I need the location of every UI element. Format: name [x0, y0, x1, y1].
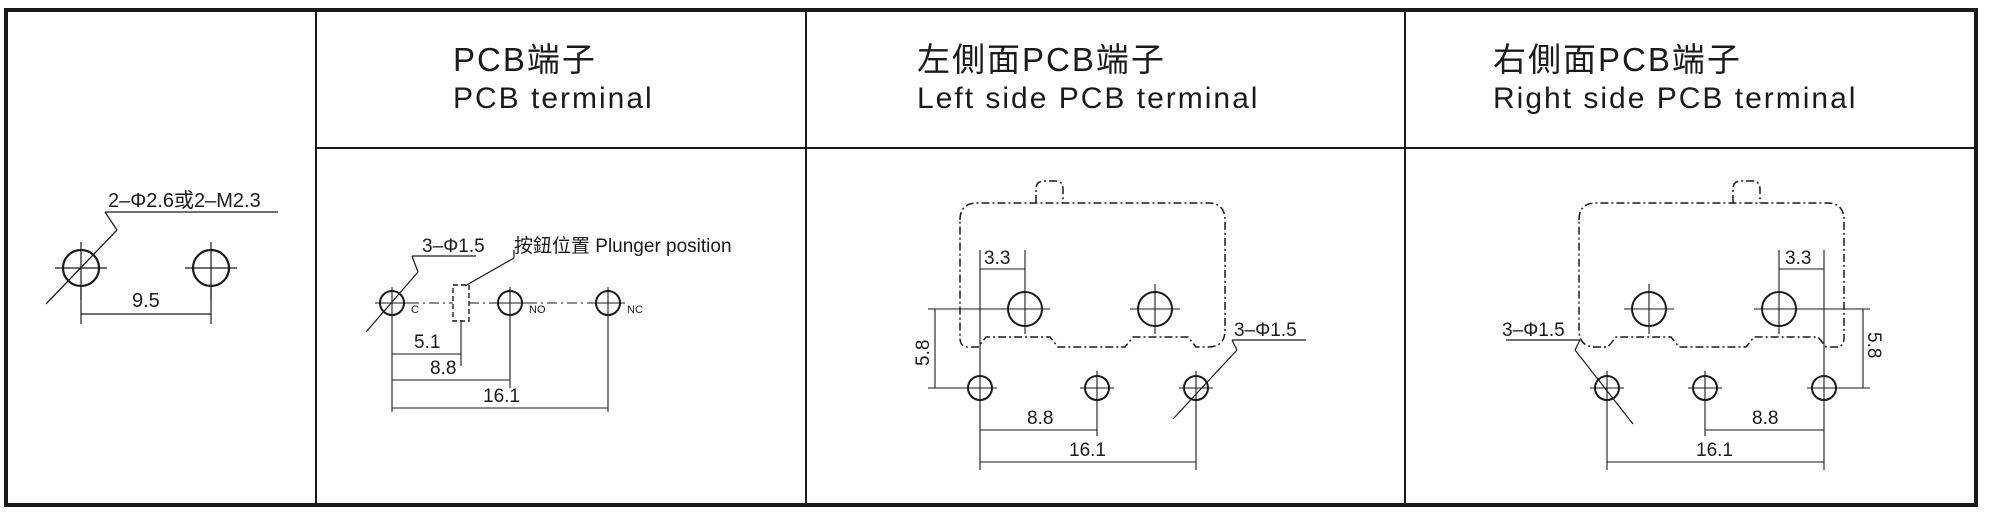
- terminal-nc-label: NC: [627, 304, 643, 316]
- mounting-hole-pattern: 2–Φ2.6或2–M2.3 9.5: [45, 189, 278, 324]
- hole-spec-label: 2–Φ2.6或2–M2.3: [108, 189, 261, 212]
- header-title-zh: 右側面PCB端子: [1493, 41, 1742, 78]
- pitch-label: 9.5: [132, 290, 160, 312]
- dim-a-label: 8.8: [1752, 408, 1778, 429]
- hole-spec-leader: [1172, 349, 1238, 420]
- switch-body-outline: [1578, 202, 1845, 348]
- dim-offset-label: 3.3: [984, 248, 1010, 269]
- dim-c-plunger-label: 5.1: [414, 332, 440, 353]
- table-frame: [4, 8, 1978, 507]
- right-side-pcb-terminal-drawing: 3.3 5.8 3–Φ1.5 8.8 16.1: [1502, 180, 1884, 470]
- plunger-position-marker: [452, 284, 470, 322]
- column-divider: [315, 8, 317, 507]
- dim-height-label: 5.8: [1863, 332, 1884, 358]
- hole-spec-label: 3–Φ1.5: [1502, 320, 1565, 341]
- header-title-en: Left side PCB terminal: [917, 82, 1260, 115]
- header-title-en: Right side PCB terminal: [1493, 82, 1858, 115]
- terminal-c-label: C: [411, 304, 419, 316]
- hole-spec-leader: [365, 271, 419, 333]
- column-divider: [805, 8, 807, 507]
- hole-spec-label: 3–Φ1.5: [1234, 320, 1297, 341]
- dim-c-no-label: 8.8: [430, 358, 456, 379]
- hole-spec-leader: [1574, 349, 1634, 425]
- switch-plunger-outline: [1035, 180, 1064, 203]
- header-right-side-pcb-terminal: 右側面PCB端子 Right side PCB terminal: [1493, 40, 1857, 118]
- dim-offset-label: 3.3: [1785, 248, 1811, 269]
- dim-b-label: 16.1: [1696, 440, 1733, 461]
- left-side-pcb-terminal-drawing: 3.3 5.8 3–Φ1.5 8.8 16.1: [913, 180, 1306, 470]
- header-title-zh: 左側面PCB端子: [917, 41, 1166, 78]
- header-divider: [316, 147, 1978, 149]
- dim-a-label: 8.8: [1027, 408, 1053, 429]
- terminal-no-label: NO: [529, 304, 546, 316]
- header-pcb-terminal: PCB端子 PCB terminal: [453, 40, 654, 118]
- header-left-side-pcb-terminal: 左側面PCB端子 Left side PCB terminal: [917, 40, 1259, 118]
- plunger-leader: [464, 257, 515, 287]
- switch-plunger-outline: [1732, 180, 1761, 203]
- pcb-terminal-drawing: C NO NC 3–Φ1.5 按鈕位置 Plunger position 5.1…: [365, 235, 732, 412]
- switch-body-outline: [959, 202, 1226, 348]
- header-title-en: PCB terminal: [453, 82, 654, 115]
- hole-spec-leader: [45, 229, 118, 305]
- plunger-position-label: 按鈕位置 Plunger position: [514, 235, 732, 257]
- header-title-zh: PCB端子: [453, 41, 597, 78]
- dim-b-label: 16.1: [1069, 440, 1106, 461]
- column-divider: [1404, 8, 1406, 507]
- dim-c-nc-label: 16.1: [483, 386, 520, 407]
- hole-spec-label: 3–Φ1.5: [422, 236, 485, 257]
- dim-height-label: 5.8: [913, 340, 934, 366]
